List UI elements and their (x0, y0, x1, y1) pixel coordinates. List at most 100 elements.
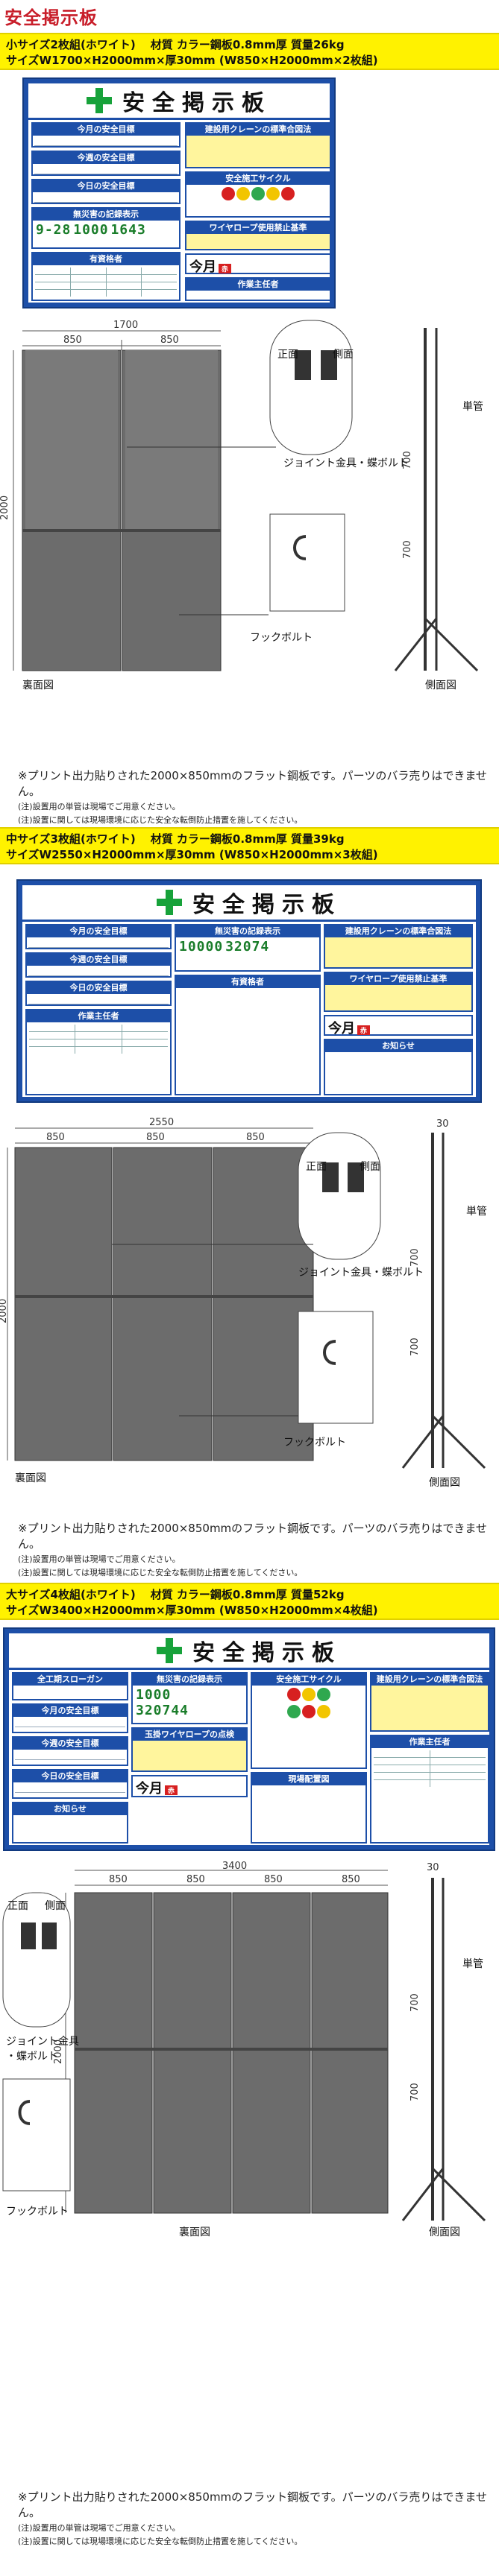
side-label: 側面 (45, 1900, 66, 1912)
spec-name: 中サイズ3枚組(ホワイト) (6, 832, 136, 846)
note-1: (注)設置用の単管は現場でご用意ください。 (18, 802, 181, 811)
module-title: 作業主任者 (371, 1736, 488, 1748)
dim-700b: 700 (402, 540, 413, 559)
side-view-label: 側面図 (429, 2227, 460, 2238)
board-header: 安全掲示板 (22, 885, 476, 922)
spec-material: 材質 カラー鋼板0.8mm厚 質量52kg (150, 1588, 345, 1601)
dim-700a: 700 (409, 1993, 421, 2012)
spec-material: 材質 カラー鋼板0.8mm厚 質量39kg (150, 832, 345, 846)
module-title: 今日の安全目標 (13, 1770, 127, 1782)
spec-material: 材質 カラー鋼板0.8mm厚 質量26kg (150, 38, 345, 51)
module-title: 無災害の記録表示 (133, 1674, 246, 1686)
dim-w2: 850 (146, 1132, 165, 1143)
note-1: (注)設置用の単管は現場でご用意ください。 (18, 1554, 181, 1564)
dim-width-total: 1700 (113, 320, 138, 331)
dim-height: 2000 (53, 2039, 64, 2064)
module-title: 有資格者 (176, 976, 319, 988)
module-title: 今日の安全目標 (27, 982, 170, 994)
note-2: (注)設置に関しては現場環境に応じた安全な転倒防止措置を施してください。 (18, 1568, 303, 1577)
dim-30: 30 (436, 1118, 449, 1130)
module-title: 現場配置図 (252, 1773, 365, 1785)
module-title: 安全施工サイクル (186, 173, 330, 185)
side-label: 側面 (333, 349, 354, 361)
front-label: 正面 (306, 1161, 327, 1173)
module-title: 無災害の記録表示 (176, 925, 319, 937)
section-large: 大サイズ4枚組(ホワイト)材質 カラー鋼板0.8mm厚 質量52kg サイズW3… (0, 1583, 499, 1620)
diagram-large: 3400 850 850 850 850 2000 裏面図 正面 側面 ジョイン… (0, 1861, 499, 2265)
diagram-medium: 2550 850 850 850 2000 裏面図 正面 側面 ジョイント金具・… (0, 1117, 499, 1490)
dim-w1: 850 (63, 335, 82, 346)
module-title: 作業主任者 (186, 279, 330, 291)
front-label: 正面 (277, 349, 298, 361)
dim-700b: 700 (409, 1338, 421, 1356)
spec-size: サイズW1700×H2000mm×厚30mm (W850×H2000mm×2枚組… (6, 54, 378, 67)
spec-size: サイズW3400×H2000mm×厚30mm (W850×H2000mm×4枚組… (6, 1604, 378, 1617)
dim-700a: 700 (409, 1248, 421, 1267)
dim-w3: 850 (246, 1132, 265, 1143)
module-title: 建設用クレーンの標準合図法 (325, 925, 471, 937)
joint-label-2: ・蝶ボルト (6, 2051, 58, 2063)
front-label: 正面 (7, 1900, 28, 1912)
module-title: 建設用クレーンの標準合図法 (186, 124, 330, 136)
spec-name: 小サイズ2枚組(ホワイト) (6, 38, 136, 51)
dim-width-total: 3400 (222, 1861, 247, 1872)
dim-30: 30 (427, 1862, 439, 1873)
note-main: ※プリント出力貼りされた2000×850mmのフラット鋼板です。パーツのバラ売り… (18, 2490, 487, 2519)
dim-700b: 700 (409, 2083, 421, 2101)
section-medium: 中サイズ3枚組(ホワイト)材質 カラー鋼板0.8mm厚 質量39kg サイズW2… (0, 827, 499, 864)
module-title: 建設用クレーンの標準合図法 (371, 1674, 488, 1686)
green-cross-icon (87, 88, 112, 113)
module-title: 今週の安全目標 (27, 954, 170, 966)
side-label: 側面 (360, 1161, 380, 1173)
dim-height: 2000 (0, 1299, 9, 1323)
back-view-label: 裏面図 (15, 1472, 46, 1484)
date-digits: 9-28 (36, 222, 72, 238)
module-title: 今月の安全目標 (33, 124, 179, 136)
days-digits: 10000 (179, 939, 224, 955)
module-title: 今週の安全目標 (13, 1738, 127, 1750)
assembly-diagram: 2550 850 850 850 2000 裏面図 正面 側面 ジョイント金具・… (0, 1117, 487, 1489)
notes-large: ※プリント出力貼りされた2000×850mmのフラット鋼板です。パーツのバラ売り… (18, 2489, 499, 2547)
green-cross-icon (157, 1638, 182, 1663)
note-2: (注)設置に関しては現場環境に応じた安全な転倒防止措置を施してください。 (18, 2537, 303, 2546)
dim-width-total: 2550 (149, 1117, 174, 1128)
board-title: 安全掲示板 (122, 90, 272, 116)
dim-w4: 850 (342, 1874, 360, 1885)
spec-bar: 小サイズ2枚組(ホワイト) 材質 カラー鋼板0.8mm厚 質量26kg サイズW1… (0, 33, 499, 70)
dim-700a: 700 (402, 451, 413, 469)
spec-bar: 中サイズ3枚組(ホワイト)材質 カラー鋼板0.8mm厚 質量39kg サイズW2… (0, 827, 499, 864)
days-digits: 1000 (73, 222, 109, 238)
dim-w1: 850 (46, 1132, 65, 1143)
joint-label-1: ジョイント金具 (6, 2036, 79, 2048)
today-label: 今月 (136, 1781, 163, 1797)
board-title: 安全掲示板 (192, 1640, 342, 1666)
board-title: 安全掲示板 (192, 892, 342, 918)
days-digits: 1000 (136, 1687, 172, 1703)
notes-small: ※プリント出力貼りされた2000×850mmのフラット鋼板です。パーツのバラ売り… (18, 768, 499, 826)
module-title: 今月の安全目標 (13, 1705, 127, 1717)
note-main: ※プリント出力貼りされた2000×850mmのフラット鋼板です。パーツのバラ売り… (18, 1522, 487, 1551)
module-title: ワイヤロープ使用禁止基準 (325, 973, 471, 985)
dim-w1: 850 (109, 1874, 128, 1885)
module-title: 今日の安全目標 (33, 180, 179, 192)
note-2: (注)設置に関しては現場環境に応じた安全な転倒防止措置を施してください。 (18, 815, 303, 825)
board-image-medium: 安全掲示板 今月の安全目標 今週の安全目標 今日の安全目標 作業主任者 無災害の… (16, 879, 482, 1103)
page-title: 安全掲示板 (4, 7, 98, 28)
side-view-label: 側面図 (429, 1477, 460, 1489)
board-image-large: 安全掲示板 全工期スローガン 今月の安全目標 今週の安全目標 今日の安全目標 お… (3, 1627, 495, 1851)
hook-label: フックボルト (283, 1437, 346, 1449)
joint-label: ジョイント金具・蝶ボルト (283, 458, 409, 469)
side-view-label: 側面図 (425, 680, 456, 692)
dim-w3: 850 (264, 1874, 283, 1885)
module-title: 無災害の記録表示 (33, 209, 179, 221)
back-view-label: 裏面図 (22, 679, 54, 692)
assembly-diagram: 1700 850 850 2000 裏面図 正面 側面 ジョイント金具・蝶ボルト… (0, 320, 483, 692)
note-main: ※プリント出力貼りされた2000×850mmのフラット鋼板です。パーツのバラ売り… (18, 769, 487, 798)
days2-digits: 1643 (110, 222, 146, 238)
module-title: お知らせ (13, 1803, 127, 1815)
dim-w2: 850 (186, 1874, 205, 1885)
today-label: 今月 (328, 1021, 355, 1037)
module-title: 作業主任者 (27, 1010, 170, 1022)
module-title: ワイヤロープ使用禁止基準 (186, 222, 330, 234)
hook-label: フックボルト (250, 632, 313, 644)
